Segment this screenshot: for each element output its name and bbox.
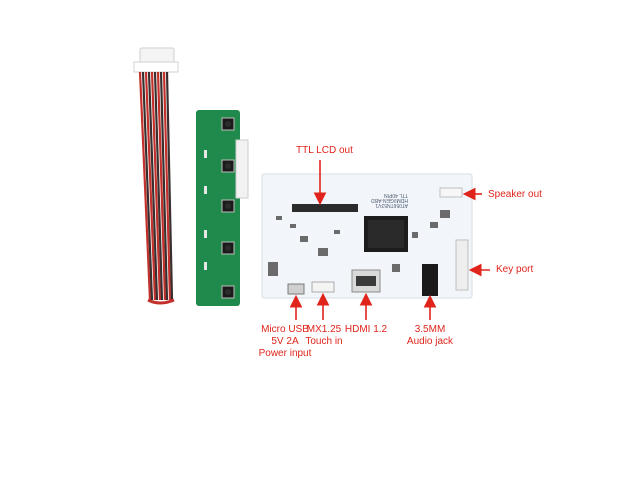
mx125-label: MX1.25 Touch in [300, 324, 348, 348]
driver-board: TTL 40PIN HDMI/GEN-ABD AT056TN53V1 [261, 173, 473, 299]
key-board [196, 110, 249, 306]
key-port-label: Key port [496, 264, 534, 275]
mx125-line-1: MX1.25 [306, 324, 342, 335]
audio-line-2: Audio jack [406, 336, 454, 347]
audio-line-1: 3.5MM [414, 324, 446, 335]
hdmi-label: HDMI 1.2 [344, 324, 388, 335]
micro-usb-line-2: 5V 2A [271, 336, 299, 347]
annotation-arrows [289, 160, 490, 320]
audio-jack-label: 3.5MM Audio jack [402, 324, 458, 348]
ribbon-cable [133, 47, 179, 305]
speaker-out-label: Speaker out [488, 189, 542, 200]
pcb-model-text-1: TTL 40PIN [384, 192, 408, 198]
mx125-line-2: Touch in [305, 336, 343, 347]
pcb-model-text-2: HDMI/GEN-ABD [371, 197, 408, 203]
ttl-lcd-out-label: TTL LCD out [296, 145, 353, 156]
micro-usb-line-1: Micro USB [261, 324, 309, 335]
micro-usb-line-3: Power input [258, 348, 312, 359]
pcb-model-text-3: AT056TN53V1 [375, 202, 408, 208]
micro-usb-label: Micro USB 5V 2A Power input [250, 324, 320, 360]
